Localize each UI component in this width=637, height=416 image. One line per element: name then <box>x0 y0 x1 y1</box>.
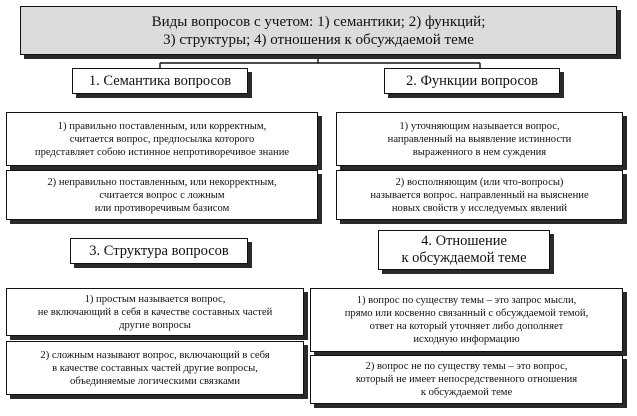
topic-item-relevant: 1) вопрос по существу темы – это запрос … <box>310 288 623 352</box>
structure-item-simple: 1) простым называется вопрос, не включаю… <box>6 288 304 336</box>
diagram-title-text: Виды вопросов с учетом: 1) семантики; 2)… <box>151 13 486 48</box>
section-heading-topic-relation: 4. Отношение к обсуждаемой теме <box>378 230 550 270</box>
section-heading-semantics: 1. Семантика вопросов <box>72 68 248 94</box>
semantics-item-incorrect: 2) неправильно поставленным, или некорре… <box>6 170 318 220</box>
functions-item-supplementing: 2) восполняющим (или что-вопросы) называ… <box>336 170 623 220</box>
semantics-item-correct: 1) правильно поставленным, или корректны… <box>6 112 318 166</box>
topic-item-irrelevant: 2) вопрос не по существу темы – это вопр… <box>310 355 623 404</box>
section-heading-functions: 2. Функции вопросов <box>384 68 560 94</box>
functions-item-clarifying: 1) уточняющим называется вопрос, направл… <box>336 112 623 166</box>
diagram-title: Виды вопросов с учетом: 1) семантики; 2)… <box>20 6 617 55</box>
section-heading-structure: 3. Структура вопросов <box>70 238 248 264</box>
structure-item-complex: 2) сложным называют вопрос, включающий в… <box>6 341 304 395</box>
